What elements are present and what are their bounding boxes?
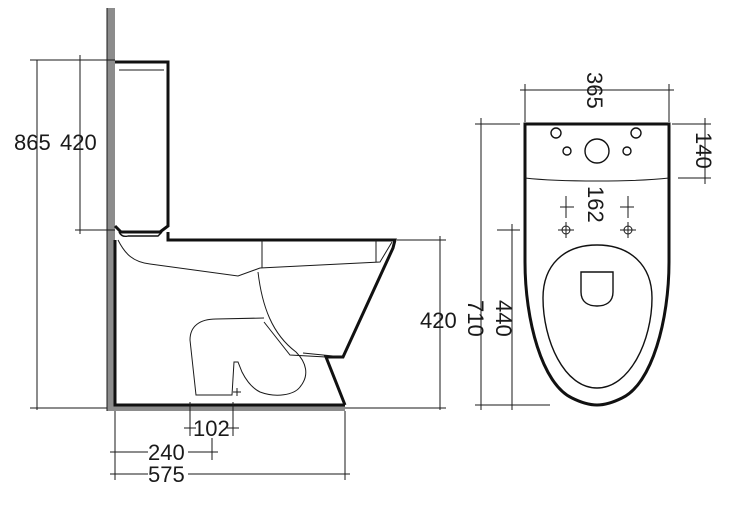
label-365: 365 (582, 72, 607, 109)
label-162: 162 (583, 186, 608, 223)
dim-outlet-center: 240 (110, 411, 218, 480)
dim-cistern-width: 365 (520, 72, 674, 122)
cistern-outline (113, 60, 170, 234)
label-420-seat: 420 (420, 308, 457, 333)
dim-overall-length: 710 (463, 118, 550, 410)
label-575: 575 (148, 462, 185, 487)
drain (580, 271, 614, 307)
top-outline (523, 122, 671, 407)
label-102: 102 (193, 416, 230, 441)
seat-fixing-holes (558, 222, 636, 238)
dim-overall-height: 865 (14, 59, 115, 410)
floor-plate (107, 405, 345, 411)
bowl-rim (542, 244, 653, 389)
label-240: 240 (148, 440, 185, 465)
label-865: 865 (14, 130, 51, 155)
dim-outlet-offset: 102 (184, 402, 239, 441)
top-view: 365 140 162 440 710 (463, 72, 716, 410)
dim-fixing-holes: 162 (560, 186, 634, 223)
dim-seat-height: 420 (345, 236, 457, 410)
label-140: 140 (691, 132, 716, 169)
label-710: 710 (463, 300, 488, 337)
dim-cistern-depth: 140 (672, 118, 716, 184)
flush-button-hole (584, 138, 610, 164)
dim-overall-depth: 575 (110, 411, 350, 487)
label-440: 440 (491, 300, 516, 337)
side-view: 865 420 420 102 240 (14, 8, 457, 487)
dim-bowl-length: 440 (491, 224, 520, 410)
wall (107, 8, 115, 411)
label-420-cistern: 420 (60, 130, 97, 155)
dim-cistern-height: 420 (60, 55, 115, 234)
